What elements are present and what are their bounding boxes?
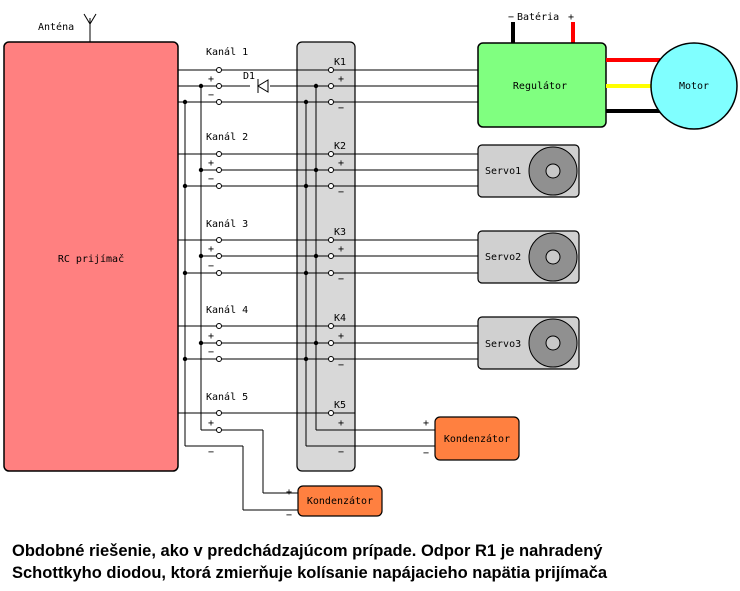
motor-label: Motor	[679, 81, 709, 92]
svg-text:−: −	[338, 103, 344, 114]
servo-3-label: Servo3	[485, 339, 521, 350]
junction-dots	[182, 83, 319, 362]
circuit-diagram: Anténa RC prijímač D1	[3, 11, 738, 521]
capacitor-2-label: Kondenzátor	[307, 495, 373, 507]
receiver-power-rails	[184, 86, 202, 446]
svg-text:−: −	[338, 360, 344, 371]
svg-text:+: +	[338, 331, 344, 342]
svg-text:+: +	[208, 331, 214, 342]
strip-pin-signs: + − + − + − + − + −	[338, 74, 344, 458]
battery-minus: −	[508, 12, 514, 23]
svg-text:+: +	[423, 418, 429, 429]
servo-3: Servo3	[477, 316, 580, 370]
svg-text:+: +	[208, 74, 214, 85]
svg-text:−: −	[338, 187, 344, 198]
channel-3-label: Kanál 3	[206, 218, 248, 230]
svg-text:+: +	[338, 244, 344, 255]
svg-text:−: −	[338, 274, 344, 285]
svg-text:−: −	[208, 90, 214, 101]
channel-2-label: Kanál 2	[206, 131, 248, 143]
servo-2: Servo2	[477, 230, 580, 284]
antenna: Anténa	[38, 13, 97, 42]
caption-line-1: Obdobné riešenie, ako v predchádzajúcom …	[12, 542, 603, 560]
capacitor-2: Kondenzátor + −	[286, 485, 383, 521]
svg-text:−: −	[208, 174, 214, 185]
receiver-pin-signs: + − + − + − + − + −	[208, 74, 214, 458]
diode-label: D1	[243, 71, 255, 82]
svg-text:−: −	[423, 448, 429, 459]
svg-text:+: +	[286, 487, 292, 498]
channel-5-label: Kanál 5	[206, 391, 248, 403]
connector-k2-label: K2	[334, 141, 346, 152]
svg-text:+: +	[338, 418, 344, 429]
caption-line-2: Schottkyho diodou, ktorá zmierňuje kolís…	[12, 564, 608, 582]
strip-terminals	[328, 67, 334, 416]
capacitor-1: Kondenzátor + −	[423, 416, 520, 461]
battery: − Batéria +	[508, 11, 575, 43]
connector-k4-label: K4	[334, 313, 346, 324]
svg-text:+: +	[338, 158, 344, 169]
channel-5-wiring	[178, 412, 435, 511]
antenna-label: Anténa	[38, 21, 74, 33]
receiver-terminals	[216, 67, 222, 433]
servo-2-label: Servo2	[485, 252, 521, 263]
battery-label: Batéria	[517, 11, 559, 23]
regulator: Regulátor	[477, 42, 607, 128]
diode-d1: D1	[243, 71, 269, 93]
motor-body	[650, 42, 738, 130]
svg-text:−: −	[208, 447, 214, 458]
svg-text:−: −	[208, 261, 214, 272]
servo-1-label: Servo1	[485, 166, 521, 177]
svg-text:−: −	[286, 510, 292, 521]
svg-text:+: +	[338, 74, 344, 85]
svg-text:+: +	[208, 158, 214, 169]
channel-4-label: Kanál 4	[206, 304, 248, 316]
regulator-label: Regulátor	[513, 80, 567, 92]
connector-k3-label: K3	[334, 227, 346, 238]
rc-receiver: RC prijímač	[3, 41, 179, 472]
servo-1: Servo1	[477, 144, 580, 198]
motor: Motor	[650, 42, 738, 130]
connector-k5-label: K5	[334, 400, 346, 411]
svg-text:−: −	[208, 347, 214, 358]
channel-1-label: Kanál 1	[206, 46, 248, 58]
capacitor-1-label: Kondenzátor	[444, 433, 510, 445]
rc-receiver-box	[3, 41, 179, 472]
svg-text:+: +	[208, 244, 214, 255]
motor-wires	[606, 58, 660, 113]
rc-receiver-label: RC prijímač	[58, 253, 124, 265]
svg-text:+: +	[208, 418, 214, 429]
connector-k1-label: K1	[334, 57, 346, 68]
battery-plus: +	[568, 12, 574, 23]
svg-text:−: −	[338, 447, 344, 458]
caption: Obdobné riešenie, ako v predchádzajúcom …	[12, 540, 732, 584]
